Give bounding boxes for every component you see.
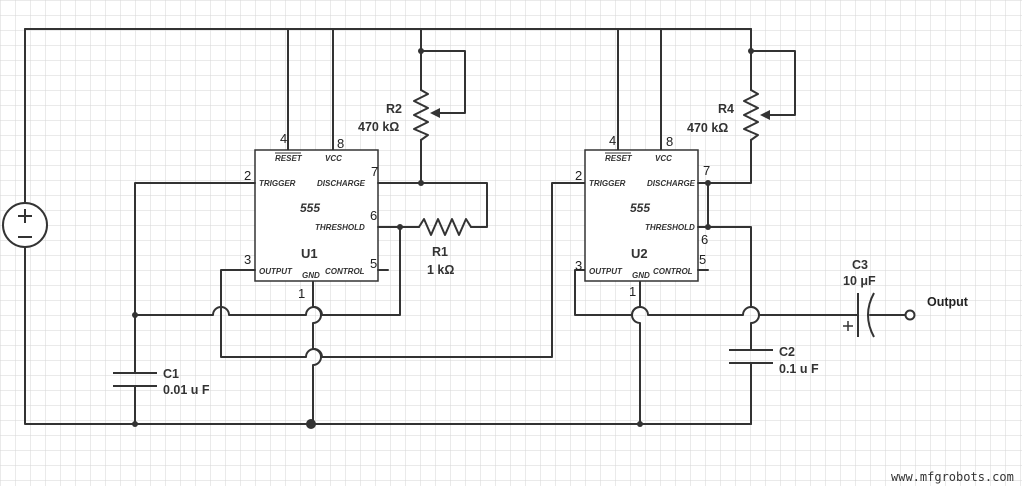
- c1-value: 0.01 u F: [163, 383, 210, 397]
- c3-ref: C3: [852, 258, 868, 272]
- u1-pin-label-threshold: THRESHOLD: [315, 223, 365, 232]
- u2-pin-label-reset: RESET: [605, 154, 633, 163]
- u1-pin-label-control: CONTROL: [325, 267, 365, 276]
- output-terminal-circle: [904, 309, 916, 321]
- r1-zigzag: [418, 218, 472, 236]
- u2-pin-label-control: CONTROL: [653, 267, 693, 276]
- u2-pin-num-gnd: 1: [629, 284, 636, 299]
- u1-pin-num-vcc: 8: [337, 136, 344, 151]
- u2-pin-label-trigger: TRIGGER: [589, 179, 626, 188]
- output-label: Output: [927, 295, 969, 309]
- u2-pin-label-vcc: VCC: [655, 154, 672, 163]
- u1-pin-num-threshold: 6: [370, 208, 377, 223]
- u1-pin-label-gnd: GND: [302, 271, 320, 280]
- c2-ref: C2: [779, 345, 795, 359]
- u1-pin-num-discharge: 7: [371, 164, 378, 179]
- u2-pin-num-vcc: 8: [666, 134, 673, 149]
- u2-ref: U2: [631, 246, 648, 261]
- capacitor-c2[interactable]: C2 0.1 u F: [729, 345, 819, 376]
- u2-pin-label-output: OUTPUT: [589, 267, 623, 276]
- watermark: www.mfgrobots.com: [891, 470, 1014, 484]
- u2-pin-num-threshold: 6: [701, 232, 708, 247]
- u1-pin-label-vcc: VCC: [325, 154, 342, 163]
- r4-value: 470 kΩ: [687, 121, 728, 135]
- u1-pin-num-trigger: 2: [244, 168, 251, 183]
- u1-pin-num-gnd: 1: [298, 286, 305, 301]
- u2-pin-label-gnd: GND: [632, 271, 650, 280]
- chip-u1-pin-stubs: [244, 182, 389, 271]
- r4-zigzag: [743, 89, 759, 141]
- u1-pin-num-reset: 4: [280, 131, 287, 146]
- chip-u2-body: [584, 149, 699, 282]
- u2-pin-num-reset: 4: [609, 133, 616, 148]
- resistor-r2[interactable]: R2 470 kΩ: [358, 89, 443, 141]
- u2-chip-type: 555: [630, 201, 650, 215]
- u2-pin-label-discharge: DISCHARGE: [647, 179, 696, 188]
- junction-dots: [132, 48, 754, 429]
- chip-u1[interactable]: RESET VCC TRIGGER DISCHARGE THRESHOLD OU…: [244, 131, 389, 301]
- u2-pin-label-threshold: THRESHOLD: [645, 223, 695, 232]
- c1-ref: C1: [163, 367, 179, 381]
- dc-voltage-source: [2, 202, 48, 248]
- c3-plus-sign: [843, 321, 853, 331]
- r2-wiper-arrow: [430, 108, 440, 118]
- u1-pin-label-trigger: TRIGGER: [259, 179, 296, 188]
- u2-pin-num-discharge: 7: [703, 163, 710, 178]
- u1-pin-label-discharge: DISCHARGE: [317, 179, 366, 188]
- c2-plates: [729, 349, 773, 364]
- u1-pin-label-reset: RESET: [275, 154, 303, 163]
- resistor-r4[interactable]: R4 470 kΩ: [687, 89, 773, 141]
- u2-pin-num-trigger: 2: [575, 168, 582, 183]
- chip-u2[interactable]: RESET VCC TRIGGER DISCHARGE THRESHOLD OU…: [575, 133, 711, 299]
- r1-value: 1 kΩ: [427, 263, 454, 277]
- resistor-r1[interactable]: R1 1 kΩ: [418, 218, 472, 277]
- chip-u1-body: [254, 149, 379, 282]
- c3-value: 10 μF: [843, 274, 876, 288]
- capacitor-c3[interactable]: C3 10 μF: [843, 258, 876, 338]
- u2-pin-num-control: 5: [699, 252, 706, 267]
- c1-plates: [113, 372, 157, 387]
- output-terminal[interactable]: Output: [904, 295, 969, 321]
- c3-plate-curved: [867, 292, 875, 338]
- c2-value: 0.1 u F: [779, 362, 819, 376]
- r4-ref: R4: [718, 102, 734, 116]
- u1-pin-label-output: OUTPUT: [259, 267, 293, 276]
- capacitor-c1[interactable]: C1 0.01 u F: [113, 367, 210, 397]
- u1-ref: U1: [301, 246, 318, 261]
- u2-pin-num-output: 3: [575, 258, 582, 273]
- r2-zigzag: [413, 89, 429, 141]
- r2-ref: R2: [386, 102, 402, 116]
- r1-ref: R1: [432, 245, 448, 259]
- r4-wiper-arrow: [760, 110, 770, 120]
- u1-chip-type: 555: [300, 201, 320, 215]
- u1-pin-num-control: 5: [370, 256, 377, 271]
- r2-value: 470 kΩ: [358, 120, 399, 134]
- u1-pin-num-output: 3: [244, 252, 251, 267]
